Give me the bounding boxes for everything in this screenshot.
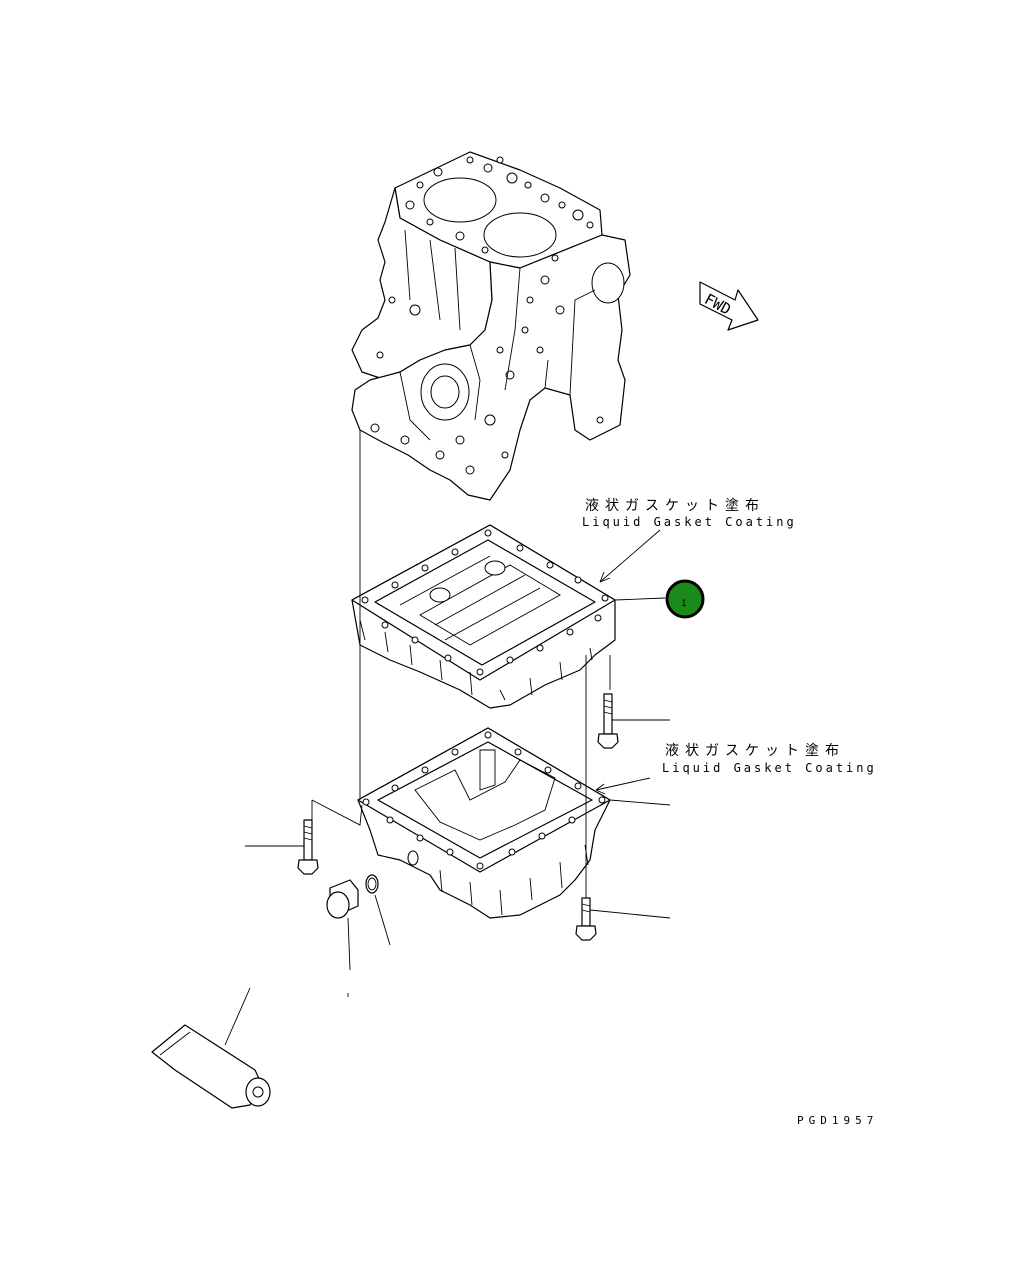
o-ring [365,874,379,894]
engine-block [351,151,631,501]
bolt-left [297,819,319,875]
gasket-callout-lower-en: Liquid Gasket Coating [662,761,877,775]
fwd-direction-arrow: FWD [699,281,759,331]
part-number-badge[interactable]: 1 [665,579,705,619]
assembly-lines [311,430,611,900]
gasket-callout-upper-en: Liquid Gasket Coating [582,515,797,529]
gasket-callout-lower-jp: 液状ガスケット塗布 [665,742,845,759]
upper-oil-pan-frame [351,524,616,709]
lower-oil-pan [357,727,611,919]
drawing-number: PGD1957 [797,1114,878,1127]
drain-plug [326,879,359,919]
leader-lines [224,529,671,1046]
gasket-callout-upper-jp: 液状ガスケット塗布 [585,497,765,514]
bolt-lower-right [575,897,597,941]
gasket-callout-upper: 液状ガスケット塗布 Liquid Gasket Coating [582,497,797,529]
bolt-upper-right [597,693,619,749]
part-badge-circle [665,579,705,619]
liquid-gasket-tube [151,1024,271,1109]
gasket-callout-lower: 液状ガスケット塗布 Liquid Gasket Coating [662,742,877,775]
part-badge-number: 1 [681,599,686,609]
